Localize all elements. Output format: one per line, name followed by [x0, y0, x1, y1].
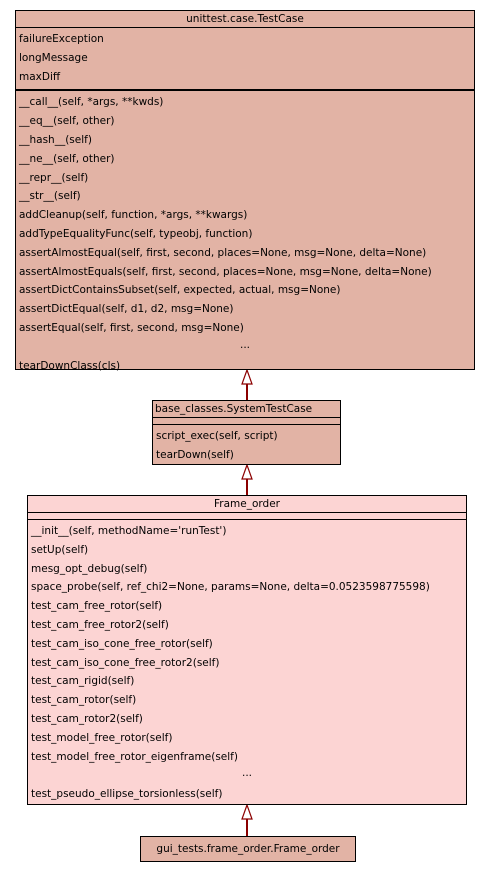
method: test_cam_iso_cone_free_rotor2(self): [31, 656, 220, 669]
attributes-frame-order: [28, 513, 466, 520]
method: test_pseudo_ellipse_torsionless(self): [31, 788, 223, 801]
method: __call__(self, *args, **kwds): [19, 96, 164, 109]
method: test_cam_rigid(self): [31, 675, 135, 688]
method: mesg_opt_debug(self): [31, 562, 148, 575]
method: setUp(self): [31, 543, 89, 556]
method: assertEqual(self, first, second, msg=Non…: [19, 321, 244, 334]
method: test_cam_free_rotor(self): [31, 600, 163, 613]
method: test_cam_rotor(self): [31, 694, 137, 707]
ellipsis: ...: [241, 767, 252, 780]
method: test_cam_iso_cone_free_rotor(self): [31, 637, 213, 650]
attribute: failureException: [19, 33, 104, 45]
method: __str__(self): [19, 190, 81, 203]
attributes-systemtestcase: [153, 418, 340, 425]
methods-testcase: __call__(self, *args, **kwds) __eq__(sel…: [16, 91, 474, 375]
class-box-frame-order[interactable]: Frame_order __init__(self, methodName='r…: [27, 495, 467, 805]
method: addTypeEqualityFunc(self, typeobj, funct…: [19, 227, 253, 240]
attribute: maxDiff: [19, 70, 61, 83]
methods-systemtestcase: script_exec(self, script) tearDown(self): [153, 425, 340, 465]
method: assertAlmostEqual(self, first, second, p…: [19, 246, 427, 259]
method: assertDictContainsSubset(self, expected,…: [19, 284, 341, 297]
class-box-testcase[interactable]: unittest.case.TestCase failureException …: [15, 10, 475, 372]
class-box-systemtestcase[interactable]: base_classes.SystemTestCase script_exec(…: [152, 400, 341, 465]
method: assertAlmostEquals(self, first, second, …: [19, 265, 432, 278]
method: script_exec(self, script): [156, 430, 278, 442]
class-name-frame-order: Frame_order: [28, 496, 466, 513]
inheritance-arrowhead-testcase: [241, 368, 253, 385]
method: space_probe(self, ref_chi2=None, params=…: [31, 581, 430, 594]
method: __init__(self, methodName='runTest'): [31, 525, 227, 537]
method: __repr__(self): [19, 171, 89, 184]
class-name-testcase: unittest.case.TestCase: [16, 11, 474, 28]
method: test_model_free_rotor(self): [31, 731, 173, 744]
class-name-gui-frame-order: gui_tests.frame_order.Frame_order: [156, 843, 340, 855]
method: addCleanup(self, function, *args, **kwar…: [19, 209, 248, 222]
method: test_model_free_rotor_eigenframe(self): [31, 750, 238, 763]
class-name-systemtestcase: base_classes.SystemTestCase: [153, 401, 340, 418]
attributes-testcase: failureException longMessage maxDiff: [16, 28, 474, 92]
method: tearDown(self): [156, 448, 234, 461]
attribute: longMessage: [19, 51, 88, 64]
method: test_cam_free_rotor2(self): [31, 618, 169, 631]
method: __hash__(self): [19, 133, 92, 146]
methods-frame-order: __init__(self, methodName='runTest') set…: [28, 520, 466, 804]
method: test_cam_rotor2(self): [31, 712, 143, 725]
method: __eq__(self, other): [19, 115, 115, 128]
method: __ne__(self, other): [19, 152, 115, 165]
inheritance-arrowhead-frame: [241, 803, 253, 820]
method: assertDictEqual(self, d1, d2, msg=None): [19, 303, 234, 316]
class-box-gui-frame-order[interactable]: gui_tests.frame_order.Frame_order: [140, 836, 356, 862]
ellipsis: ...: [239, 338, 250, 351]
method: tearDownClass(cls): [19, 359, 121, 372]
inheritance-arrowhead-system: [241, 463, 253, 480]
